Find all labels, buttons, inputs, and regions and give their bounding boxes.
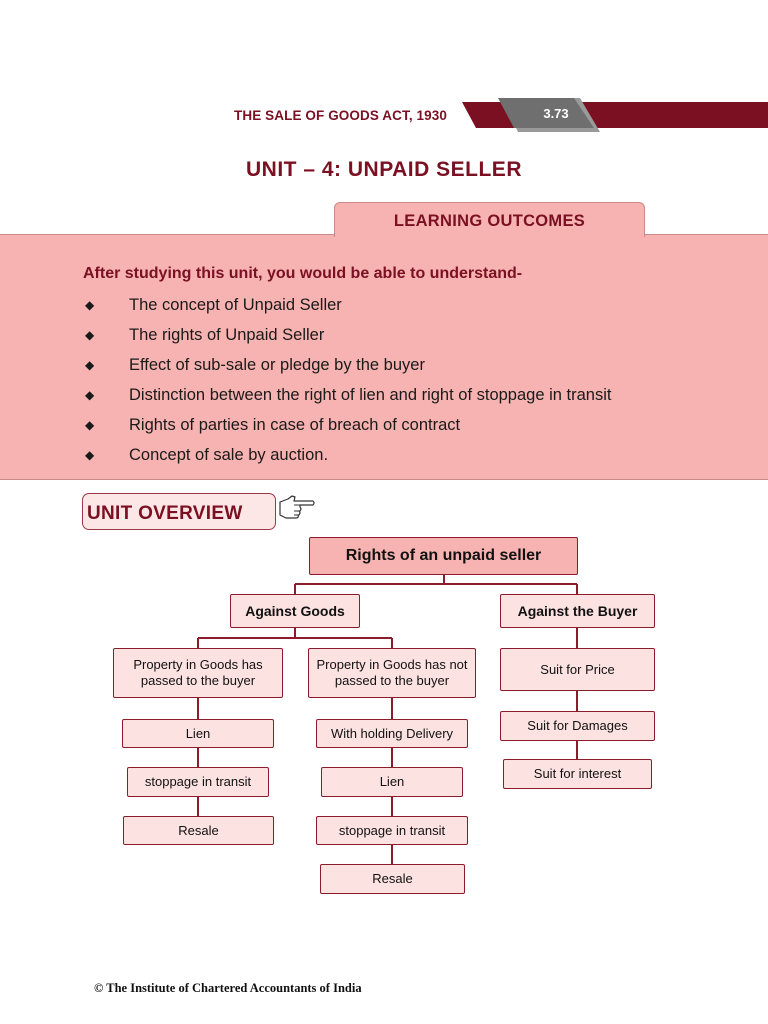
property-not-passed-node: Property in Goods has not passed to the … bbox=[308, 648, 476, 698]
running-header-title: THE SALE OF GOODS ACT, 1930 bbox=[234, 108, 447, 123]
learning-outcomes-tab: LEARNING OUTCOMES bbox=[334, 202, 645, 237]
unit-title: UNIT – 4: UNPAID SELLER bbox=[246, 158, 522, 181]
property-passed-node: Property in Goods has passed to the buye… bbox=[113, 648, 283, 698]
lien-node: Lien bbox=[321, 767, 463, 797]
lien-node: Lien bbox=[122, 719, 274, 748]
resale-node: Resale bbox=[320, 864, 465, 894]
resale-node: Resale bbox=[123, 816, 274, 845]
suit-for-interest-node: Suit for interest bbox=[503, 759, 652, 789]
diamond-bullet-icon: ◆ bbox=[85, 448, 95, 462]
diamond-bullet-icon: ◆ bbox=[85, 358, 95, 372]
diamond-bullet-icon: ◆ bbox=[85, 298, 95, 312]
diamond-bullet-icon: ◆ bbox=[85, 418, 95, 432]
withholding-delivery-node: With holding Delivery bbox=[316, 719, 468, 748]
against-goods-node: Against Goods bbox=[230, 594, 360, 628]
diamond-bullet-icon: ◆ bbox=[85, 328, 95, 342]
header-band bbox=[462, 98, 768, 132]
copyright-footer: © The Institute of Chartered Accountants… bbox=[94, 981, 362, 995]
stoppage-in-transit-node: stoppage in transit bbox=[316, 816, 468, 845]
suit-for-price-node: Suit for Price bbox=[500, 648, 655, 691]
learning-outcomes-intro: After studying this unit, you would be a… bbox=[83, 265, 523, 282]
suit-for-damages-node: Suit for Damages bbox=[500, 711, 655, 741]
pointing-hand-icon bbox=[279, 495, 315, 519]
stoppage-in-transit-node: stoppage in transit bbox=[127, 767, 269, 797]
diamond-bullet-icon: ◆ bbox=[85, 388, 95, 402]
against-buyer-node: Against the Buyer bbox=[500, 594, 655, 628]
unit-overview-label: UNIT OVERVIEW bbox=[82, 493, 276, 530]
root-node: Rights of an unpaid seller bbox=[309, 537, 578, 575]
page-number: 3.73 bbox=[543, 106, 569, 121]
learning-outcomes-panel bbox=[0, 234, 768, 480]
